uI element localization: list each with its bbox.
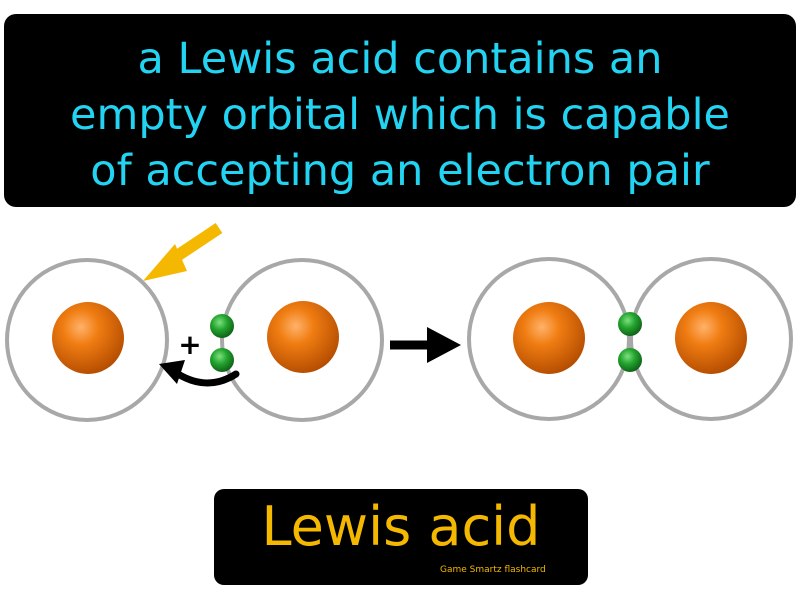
acceptor-nucleus xyxy=(52,302,124,374)
reaction-arrow xyxy=(390,327,461,363)
shared-electron xyxy=(618,312,642,336)
adduct-nucleus-right xyxy=(675,302,747,374)
brand-label: Game Smartz flashcard xyxy=(440,565,546,575)
definition-panel: a Lewis acid contains an empty orbital w… xyxy=(4,14,796,207)
adduct xyxy=(467,257,793,421)
definition-line-3: of accepting an electron pair xyxy=(90,146,710,196)
curved-donation-arrow xyxy=(159,360,240,387)
donor-atom xyxy=(210,258,384,422)
definition-line-2: empty orbital which is capable xyxy=(70,90,730,140)
term-panel: Lewis acid Game Smartz flashcard xyxy=(214,489,588,585)
definition-line-1: a Lewis acid contains an xyxy=(137,34,663,84)
term-title: Lewis acid xyxy=(261,495,541,558)
pointer-arrow xyxy=(143,223,223,281)
plus-sign: + xyxy=(178,328,201,361)
electron xyxy=(210,314,234,338)
donor-nucleus xyxy=(267,301,339,373)
adduct-nucleus-left xyxy=(513,302,585,374)
electron xyxy=(210,348,234,372)
lewis-acid-diagram: + xyxy=(5,223,793,422)
shared-electron xyxy=(618,348,642,372)
acceptor-atom xyxy=(5,258,169,422)
